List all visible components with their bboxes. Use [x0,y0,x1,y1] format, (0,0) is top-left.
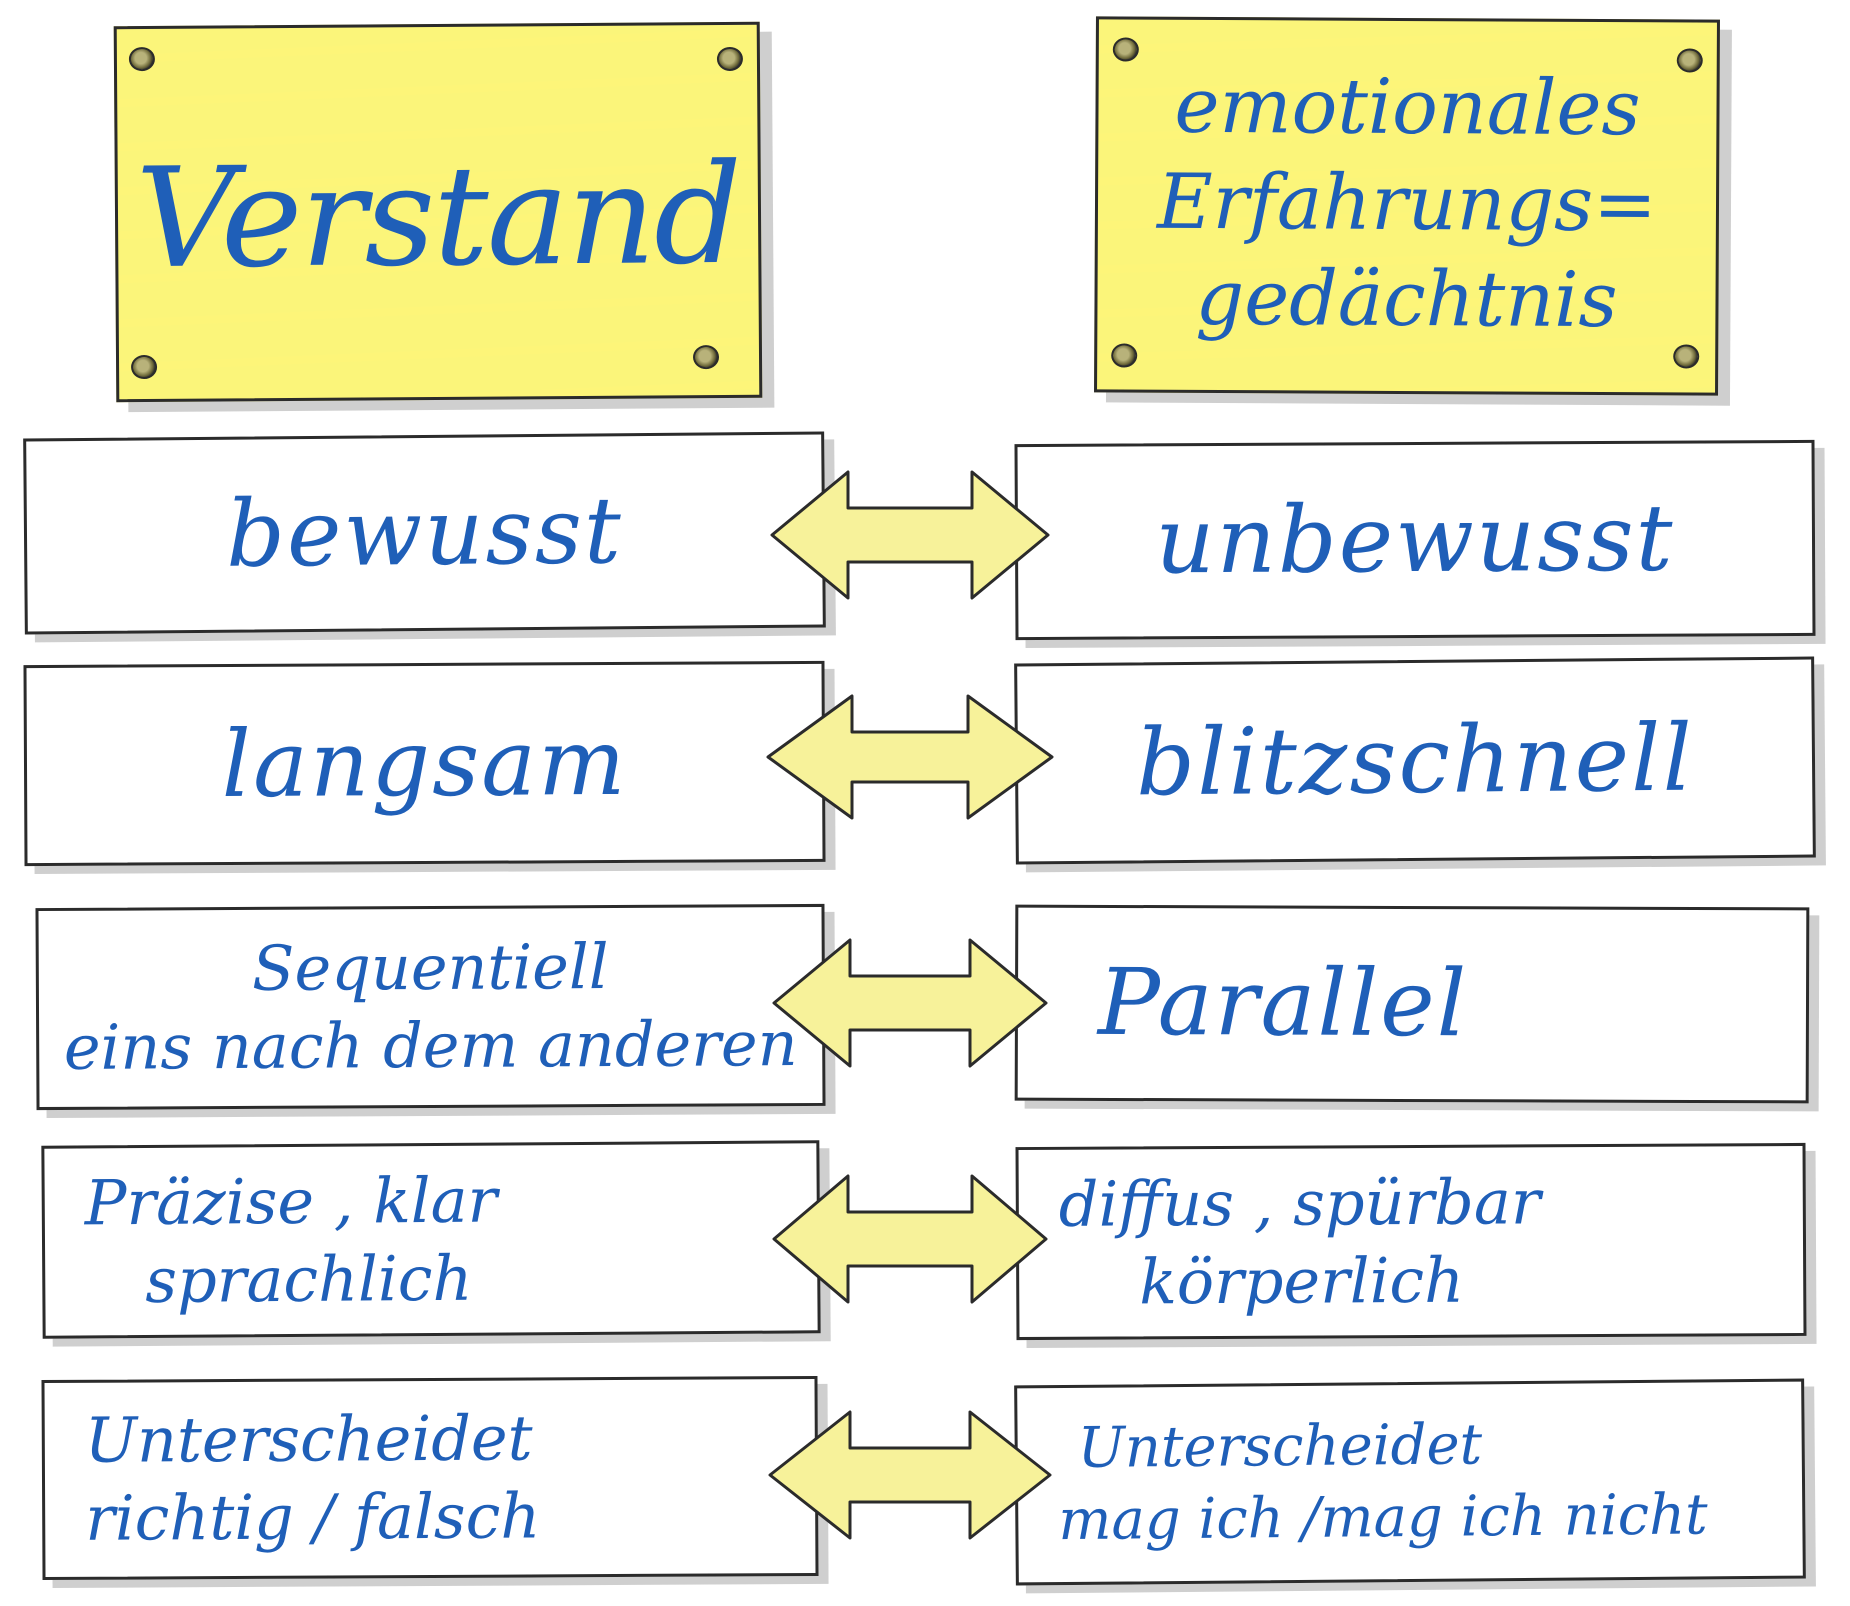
double-arrow-icon [766,694,1054,820]
erfahrung-box-diffus: diffus , spürbar körperlich [1015,1142,1807,1341]
box-text: sprachlich [145,1241,473,1317]
verstand-box-praezise: Präzise , klar sprachlich [41,1140,821,1339]
box-text: mag ich /mag ich nicht [1058,1482,1708,1554]
box-text: körperlich [1139,1243,1465,1318]
erfahrung-box-blitzschnell: blitzschnell [1014,656,1816,865]
box-text: Parallel [1097,948,1469,1058]
screw-icon [1111,343,1138,368]
erfahrung-box-unbewusst: unbewusst [1014,439,1816,641]
box-text: Sequentiell [251,930,609,1005]
header-right-line: emotionales [1174,60,1641,153]
verstand-box-bewusst: bewusst [23,431,826,635]
screw-icon [692,345,720,370]
header-right-line: Erfahrungs= [1156,156,1658,249]
double-arrow-icon [772,938,1048,1068]
box-text: diffus , spürbar [1058,1164,1541,1241]
screw-icon [130,354,158,380]
header-title-right: emotionales Erfahrungs= gedächtnis [1097,57,1716,348]
box-text: langsam [221,708,628,818]
box-text: Unterscheidet [1077,1412,1483,1481]
double-arrow-icon [768,1410,1052,1540]
box-text: Unterscheidet [84,1401,533,1477]
box-text: eins nach dem anderen [63,1007,798,1084]
header-title-left: Verstand [135,133,741,300]
double-arrow-icon [770,470,1050,600]
verstand-box-unterscheidet: Unterscheidet richtig / falsch [41,1375,819,1581]
box-text: bewusst [225,477,624,588]
verstand-box-langsam: langsam [23,660,826,867]
verstand-box-sequentiell: Sequentiell eins nach dem anderen [35,903,826,1111]
erfahrung-box-parallel: Parallel [1014,904,1810,1104]
header-right-line: gedächtnis [1195,252,1618,345]
erfahrung-box-unterscheidet: Unterscheidet mag ich /mag ich nicht [1014,1378,1806,1586]
double-arrow-icon [772,1174,1048,1304]
screw-icon [128,46,156,72]
box-text: unbewusst [1155,484,1675,595]
box-text: blitzschnell [1135,704,1695,816]
box-text: Präzise , klar [84,1163,498,1239]
box-text: richtig / falsch [85,1479,541,1555]
header-plate-verstand: Verstand [113,21,763,403]
header-plate-emotionales-erfahrungsgedaechtnis: emotionales Erfahrungs= gedächtnis [1094,16,1720,396]
screw-icon [716,46,744,72]
